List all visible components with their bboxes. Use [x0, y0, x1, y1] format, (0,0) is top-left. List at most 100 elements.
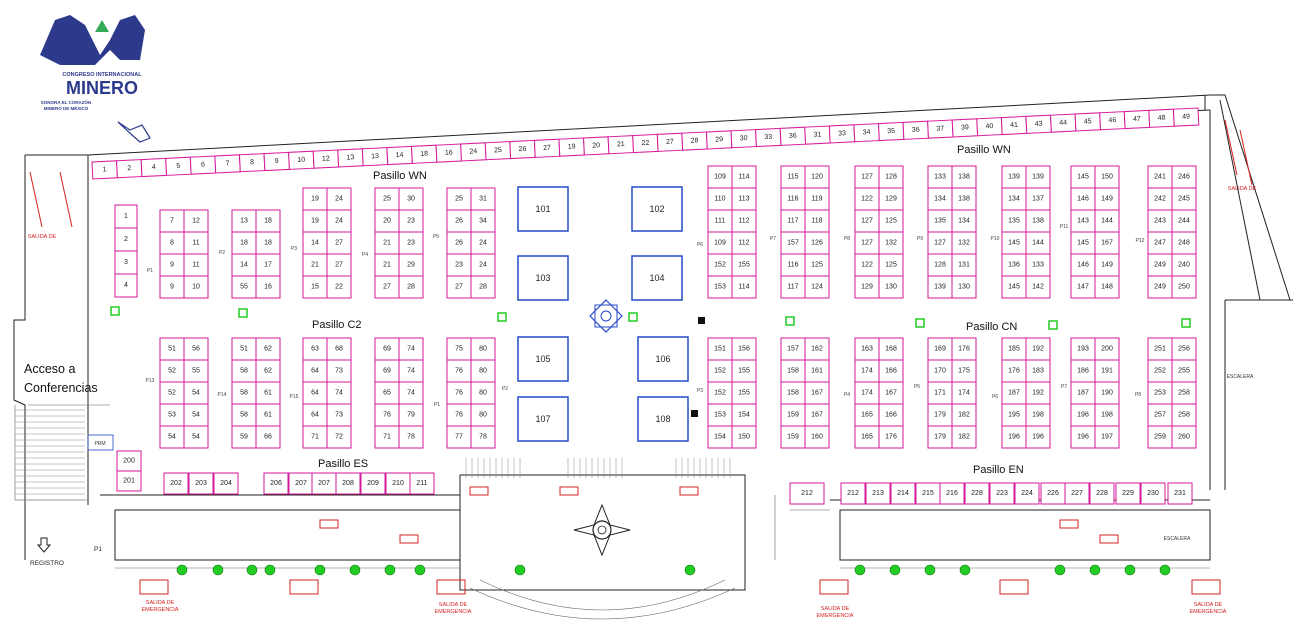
booth[interactable]: 207: [288, 472, 314, 495]
booth[interactable]: 19: [302, 187, 328, 211]
booth[interactable]: 168: [878, 337, 904, 361]
booth[interactable]: 64: [302, 403, 328, 427]
booth[interactable]: 167: [804, 381, 830, 405]
booth[interactable]: 13: [231, 209, 257, 233]
booth[interactable]: 9: [159, 253, 185, 277]
booth[interactable]: 247: [1147, 231, 1173, 255]
booth[interactable]: 111: [707, 209, 733, 233]
booth[interactable]: 21: [302, 253, 328, 277]
booth[interactable]: 138: [1025, 209, 1051, 233]
booth[interactable]: 68: [326, 337, 352, 361]
booth[interactable]: 129: [878, 187, 904, 211]
booth[interactable]: 176: [951, 337, 977, 361]
booth[interactable]: 118: [804, 209, 830, 233]
booth[interactable]: 125: [878, 253, 904, 277]
booth[interactable]: 203: [188, 472, 214, 495]
booth[interactable]: 207: [311, 472, 337, 495]
booth[interactable]: 182: [951, 403, 977, 427]
booth[interactable]: 215: [915, 482, 941, 505]
booth[interactable]: 107: [517, 396, 569, 442]
booth[interactable]: 153: [707, 403, 733, 427]
booth[interactable]: 135: [1001, 209, 1027, 233]
booth[interactable]: 132: [878, 231, 904, 255]
booth[interactable]: 125: [878, 209, 904, 233]
booth[interactable]: 102: [631, 186, 683, 232]
booth[interactable]: 49: [1172, 107, 1200, 127]
booth[interactable]: 127: [854, 209, 880, 233]
booth[interactable]: 22: [632, 133, 659, 154]
booth[interactable]: 169: [927, 337, 953, 361]
booth[interactable]: 18: [255, 209, 281, 233]
booth[interactable]: 190: [1094, 381, 1120, 405]
booth[interactable]: 29: [705, 130, 733, 150]
booth[interactable]: 163: [854, 337, 880, 361]
booth[interactable]: 127: [927, 231, 953, 255]
booth[interactable]: 39: [951, 118, 979, 138]
booth[interactable]: 196: [1025, 425, 1051, 449]
booth[interactable]: 243: [1147, 209, 1173, 233]
booth[interactable]: 72: [326, 425, 352, 449]
booth[interactable]: 112: [731, 231, 757, 255]
booth[interactable]: 40: [976, 117, 1003, 137]
booth[interactable]: 62: [255, 337, 281, 361]
booth[interactable]: 47: [1123, 109, 1151, 130]
booth[interactable]: 61: [255, 403, 281, 427]
booth[interactable]: 75: [446, 337, 472, 361]
booth[interactable]: 242: [1147, 187, 1173, 211]
booth[interactable]: 11: [183, 253, 209, 277]
booth[interactable]: 59: [231, 425, 257, 449]
booth[interactable]: 130: [878, 275, 904, 299]
booth[interactable]: 193: [1070, 337, 1096, 361]
booth[interactable]: 28: [470, 275, 496, 299]
booth[interactable]: 4: [140, 157, 168, 178]
booth[interactable]: 192: [1025, 337, 1051, 361]
booth[interactable]: 198: [1025, 403, 1051, 427]
booth[interactable]: 12: [312, 149, 340, 169]
booth[interactable]: 41: [1000, 115, 1028, 136]
booth[interactable]: 33: [755, 127, 782, 148]
booth[interactable]: 137: [1025, 187, 1051, 211]
booth[interactable]: 18: [255, 231, 281, 255]
booth[interactable]: 44: [1050, 113, 1077, 133]
booth[interactable]: 197: [1094, 425, 1120, 449]
booth[interactable]: 119: [804, 187, 830, 211]
booth[interactable]: 30: [398, 187, 424, 211]
booth[interactable]: 142: [1025, 275, 1051, 299]
booth[interactable]: 171: [927, 381, 953, 405]
booth[interactable]: 37: [927, 119, 954, 139]
booth[interactable]: 216: [939, 482, 965, 505]
booth[interactable]: 214: [890, 482, 916, 505]
booth[interactable]: 48: [1148, 108, 1175, 128]
booth[interactable]: 33: [828, 124, 856, 144]
booth[interactable]: 105: [517, 336, 569, 382]
booth[interactable]: 201: [116, 470, 142, 492]
booth[interactable]: 66: [255, 425, 281, 449]
booth[interactable]: 161: [804, 359, 830, 383]
booth[interactable]: 25: [374, 187, 400, 211]
booth[interactable]: 54: [183, 425, 209, 449]
booth[interactable]: 27: [374, 275, 400, 299]
booth[interactable]: 51: [159, 337, 185, 361]
booth[interactable]: 27: [326, 231, 352, 255]
booth[interactable]: 20: [374, 209, 400, 233]
booth[interactable]: 211: [409, 472, 435, 495]
booth[interactable]: 55: [183, 359, 209, 383]
booth[interactable]: 127: [854, 165, 880, 189]
booth[interactable]: 166: [878, 359, 904, 383]
booth[interactable]: 176: [1001, 359, 1027, 383]
booth[interactable]: 155: [731, 253, 757, 277]
booth[interactable]: 4: [114, 273, 138, 298]
booth[interactable]: 52: [159, 381, 185, 405]
booth[interactable]: 258: [1171, 403, 1197, 427]
booth[interactable]: 154: [707, 425, 733, 449]
booth[interactable]: 14: [231, 253, 257, 277]
booth[interactable]: 257: [1147, 403, 1173, 427]
booth[interactable]: 134: [1001, 187, 1027, 211]
booth[interactable]: 134: [951, 209, 977, 233]
booth[interactable]: 109: [707, 165, 733, 189]
booth[interactable]: 26: [446, 231, 472, 255]
booth[interactable]: 131: [951, 253, 977, 277]
booth[interactable]: 116: [780, 253, 806, 277]
booth[interactable]: 196: [1070, 403, 1096, 427]
booth[interactable]: 244: [1171, 209, 1197, 233]
